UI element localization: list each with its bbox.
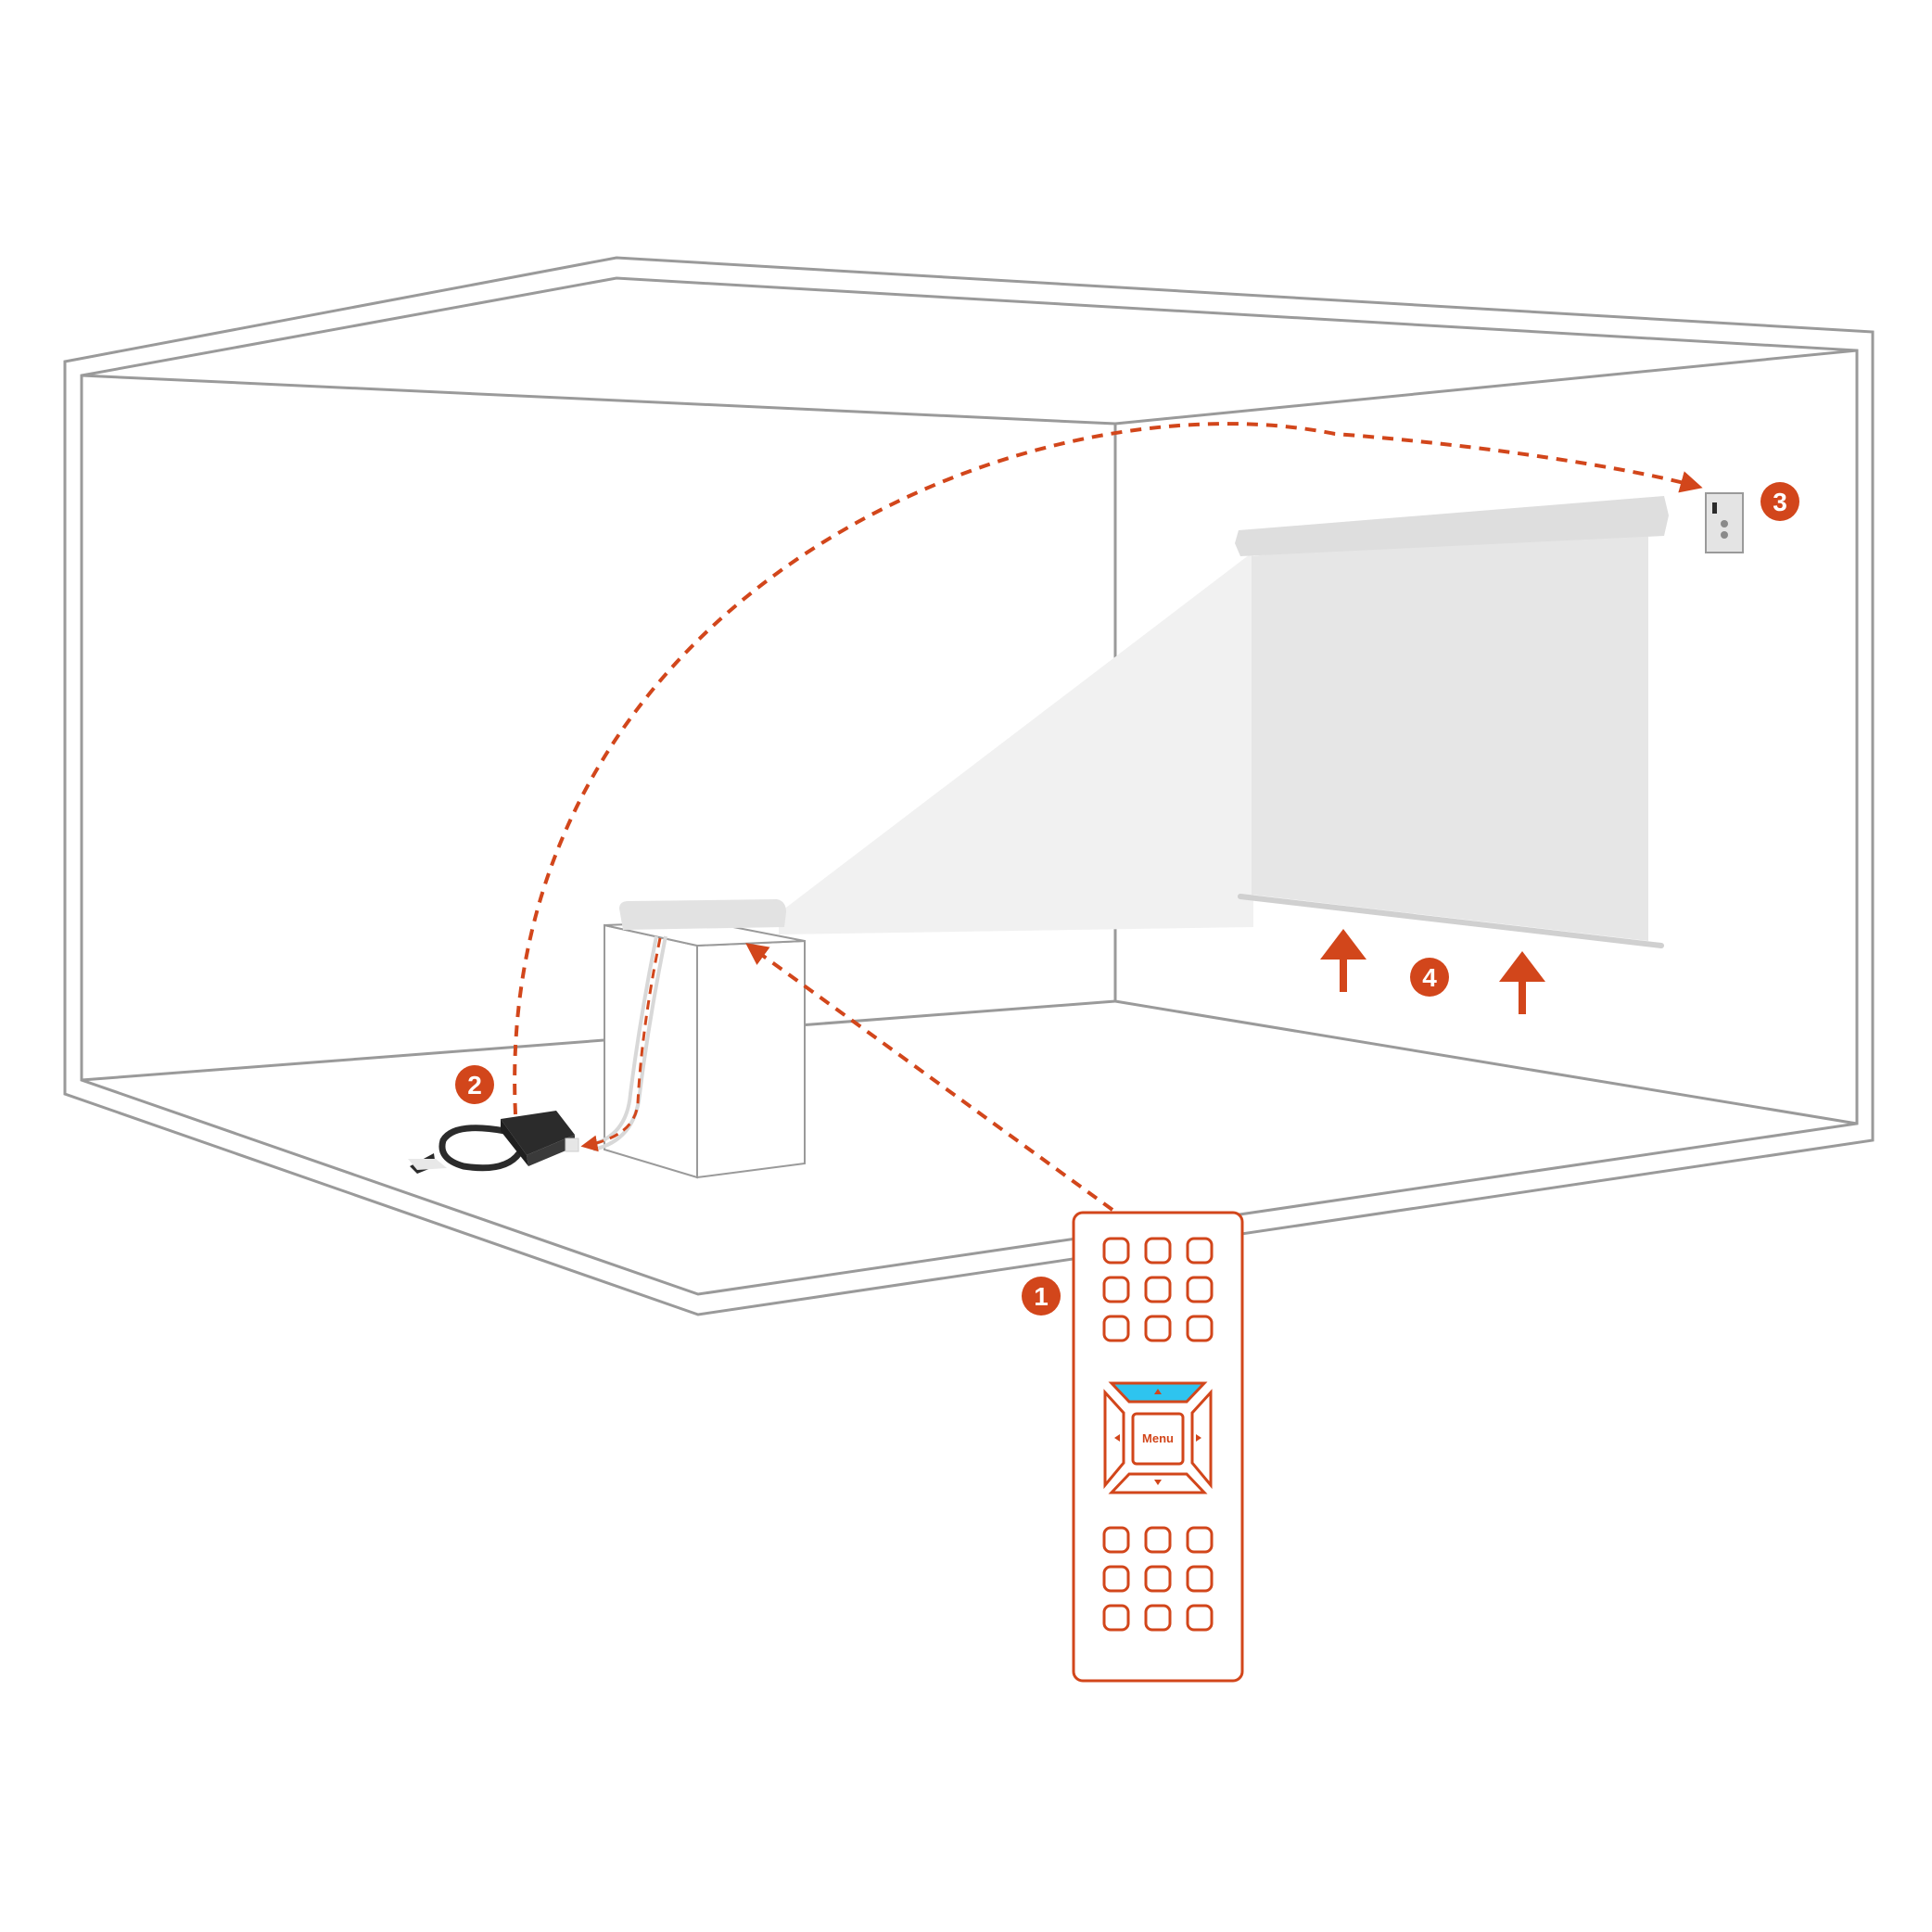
step-badge-3: 3 xyxy=(1760,482,1799,521)
remote-top-keypad xyxy=(1102,1237,1214,1342)
svg-text:Menu: Menu xyxy=(1142,1431,1174,1445)
dpad-left-button xyxy=(1103,1389,1125,1490)
remote-control-icon: Menu xyxy=(1072,1211,1244,1683)
arrow-up-icon xyxy=(1320,929,1545,1014)
projector-stand xyxy=(604,920,806,1179)
smart-plug-icon xyxy=(408,1111,579,1174)
step-badge-4: 4 xyxy=(1410,958,1449,997)
projection-screen-icon xyxy=(1235,496,1669,948)
step-badge-1: 1 xyxy=(1022,1277,1061,1316)
projector-icon xyxy=(619,899,786,930)
power-cables xyxy=(585,935,667,1151)
dpad-right-button xyxy=(1190,1389,1213,1490)
wall-receiver-icon xyxy=(1705,492,1744,553)
svg-text:1: 1 xyxy=(1034,1282,1049,1311)
projection-beam xyxy=(779,552,1253,934)
svg-text:3: 3 xyxy=(1773,488,1787,516)
step-badge-2: 2 xyxy=(455,1065,494,1104)
svg-text:4: 4 xyxy=(1422,963,1437,992)
remote-dpad: Menu xyxy=(1103,1381,1213,1494)
menu-button xyxy=(1131,1412,1185,1466)
projector-to-plug-arrow xyxy=(580,937,662,1152)
remote-to-projector-arrow xyxy=(745,943,1114,1212)
plug-to-receiver-arrow xyxy=(513,422,1703,1115)
remote-bottom-keypad xyxy=(1102,1526,1214,1632)
svg-text:2: 2 xyxy=(467,1071,482,1099)
dpad-down-button xyxy=(1108,1472,1208,1494)
